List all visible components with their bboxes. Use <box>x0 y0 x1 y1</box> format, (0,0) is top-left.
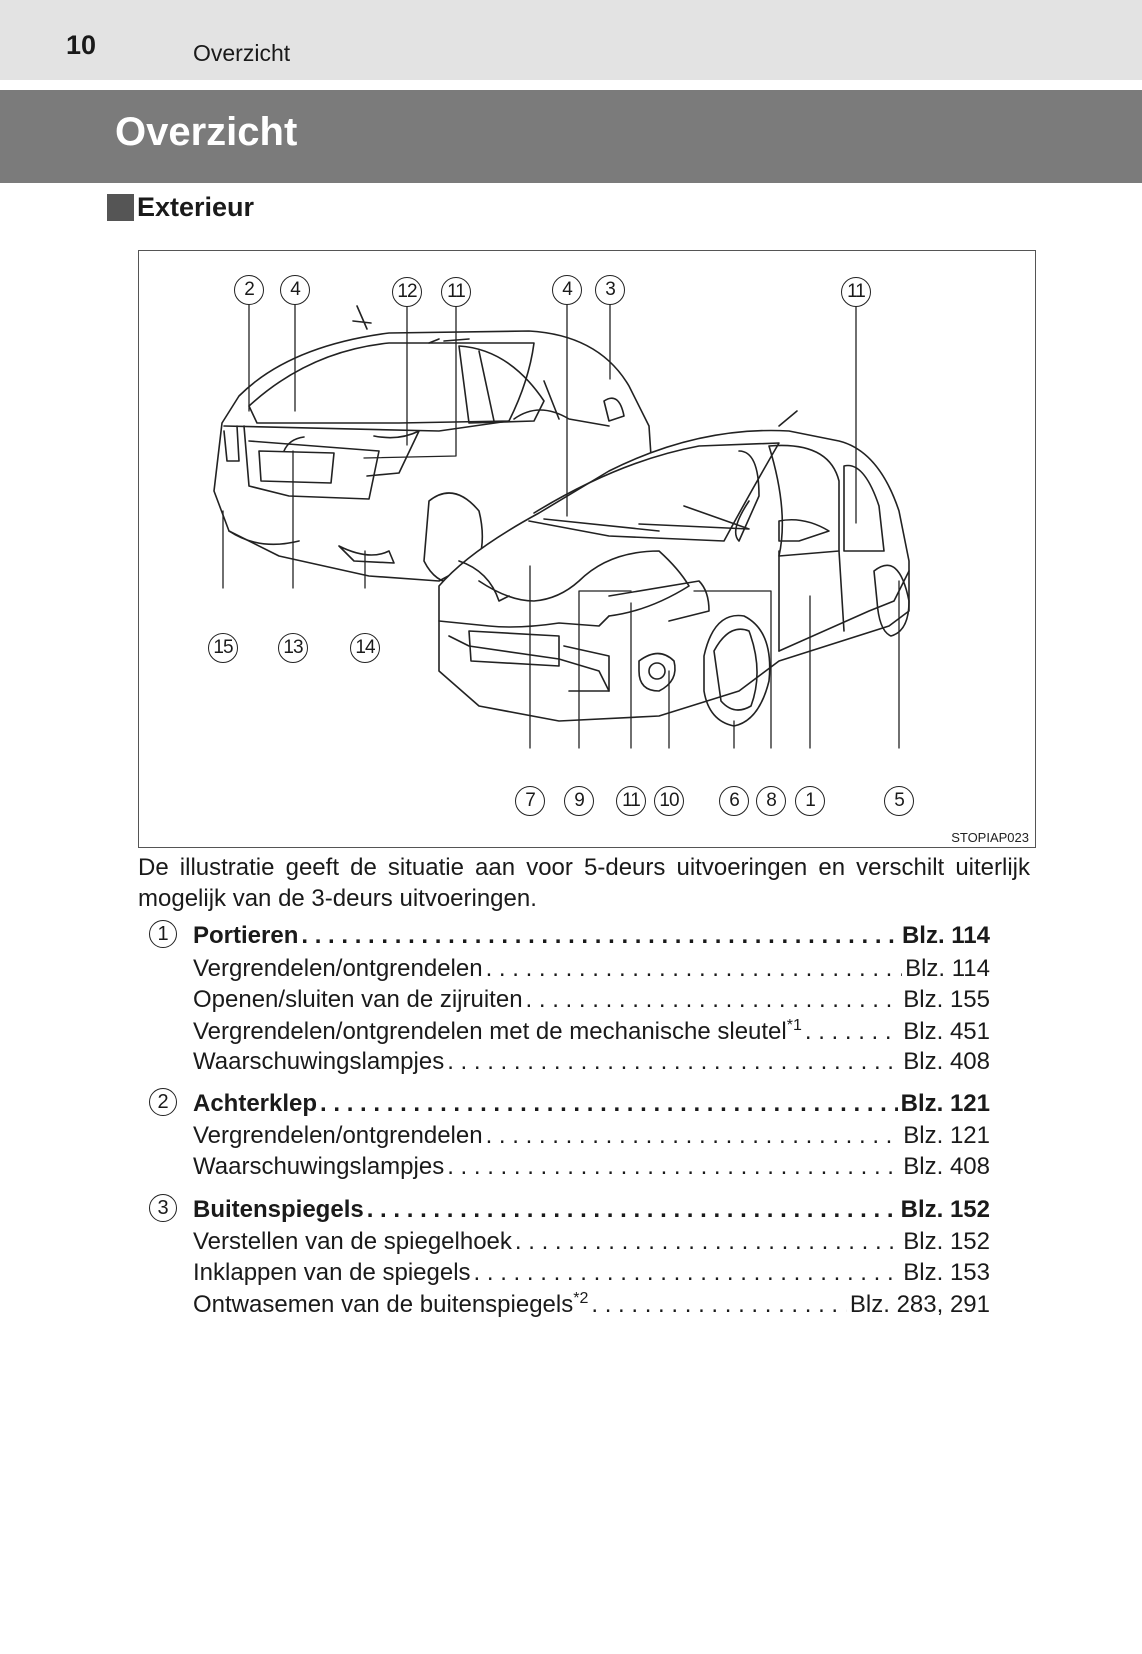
subentry-label: Vergrendelen/ontgrendelen <box>193 1122 483 1149</box>
callout-10: 10 <box>654 786 684 816</box>
subentry-page-ref: Blz. 408 <box>903 1048 990 1075</box>
leader-dots <box>486 1122 901 1150</box>
section-square-icon <box>107 193 134 221</box>
callout-11: 11 <box>841 277 871 307</box>
subentry-page-ref: Blz. 155 <box>903 986 990 1013</box>
leader-dots <box>515 1228 900 1256</box>
list-item: Waarschuwingslampjes Blz. 408 <box>193 1153 990 1185</box>
subentry-label: Verstellen van de spiegelhoek <box>193 1228 512 1255</box>
callout-3: 3 <box>595 275 625 305</box>
car-exterior-illustration: 2 4 12 11 4 3 11 15 13 14 7 9 11 10 6 8 … <box>138 250 1036 848</box>
entry-title: Buitenspiegels <box>193 1196 364 1223</box>
subentry-label: Vergrendelen/ontgrendelen <box>193 955 483 982</box>
subentry-page-ref: Blz. 451 <box>903 1018 990 1045</box>
entry-number: 3 <box>149 1194 177 1222</box>
callout-9: 9 <box>564 786 594 816</box>
list-item: Vergrendelen/ontgrendelen Blz. 114 <box>193 955 990 987</box>
subentry-label-text: Ontwasemen van de buitenspiegels <box>193 1291 574 1318</box>
callout-11: 11 <box>441 277 471 307</box>
callout-2: 2 <box>234 275 264 305</box>
figure-caption: De illustratie geeft de situatie aan voo… <box>138 854 1030 912</box>
callout-12: 12 <box>392 277 422 307</box>
section-title: Exterieur <box>137 191 255 222</box>
leader-dots <box>486 955 902 983</box>
callout-14: 14 <box>350 633 380 663</box>
leader-dots <box>474 1259 901 1287</box>
list-item: Openen/sluiten van de zijruiten Blz. 155 <box>193 986 990 1018</box>
list-item: Inklappen van de spiegels Blz. 153 <box>193 1259 990 1291</box>
entry-page-ref: Blz. 152 <box>900 1196 990 1223</box>
leader-dots <box>805 1018 900 1046</box>
callout-4: 4 <box>552 275 582 305</box>
list-item: Ontwasemen van de buitenspiegels*2 Blz. … <box>193 1290 990 1322</box>
callout-4: 4 <box>280 275 310 305</box>
footnote-marker: *2 <box>573 1290 589 1307</box>
callout-13: 13 <box>278 633 308 663</box>
subentry-label: Openen/sluiten van de zijruiten <box>193 986 523 1013</box>
entry-title: Achterklep <box>193 1090 318 1117</box>
list-item-main: Achterklep Blz. 121 <box>193 1090 990 1122</box>
list-item: Vergrendelen/ontgrendelen Blz. 121 <box>193 1122 990 1154</box>
subentry-page-ref: Blz. 283, 291 <box>849 1291 990 1318</box>
subentry-label: Ontwasemen van de buitenspiegels*2 <box>193 1290 588 1319</box>
subentry-label-text: Vergrendelen/ontgrendelen met de mechani… <box>193 1018 787 1045</box>
leader-dots <box>526 986 901 1014</box>
page-number: 10 <box>66 30 97 60</box>
list-item: Waarschuwingslampjes Blz. 408 <box>193 1048 990 1080</box>
callout-8: 8 <box>756 786 786 816</box>
entry-page-ref: Blz. 121 <box>900 1090 990 1117</box>
subentry-page-ref: Blz. 153 <box>903 1259 990 1286</box>
subentry-label: Vergrendelen/ontgrendelen met de mechani… <box>193 1017 802 1046</box>
subentry-label: Waarschuwingslampjes <box>193 1153 445 1180</box>
leader-dots <box>447 1153 900 1181</box>
callout-7: 7 <box>515 786 545 816</box>
callout-6: 6 <box>719 786 749 816</box>
header-bar: 10 Overzicht <box>0 0 1142 80</box>
callout-15: 15 <box>208 633 238 663</box>
running-head: Overzicht <box>193 40 291 66</box>
callout-1: 1 <box>795 786 825 816</box>
list-item: Verstellen van de spiegelhoek Blz. 152 <box>193 1228 990 1260</box>
title-band: Overzicht <box>0 90 1142 183</box>
entry-page-ref: Blz. 114 <box>901 922 990 949</box>
subentry-label: Waarschuwingslampjes <box>193 1048 445 1075</box>
callout-11: 11 <box>616 786 646 816</box>
leader-dots <box>320 1090 898 1118</box>
subentry-page-ref: Blz. 114 <box>905 955 990 982</box>
callout-5: 5 <box>884 786 914 816</box>
leader-dots <box>301 922 899 950</box>
list-item: Vergrendelen/ontgrendelen met de mechani… <box>193 1017 990 1049</box>
leader-dots <box>447 1048 900 1076</box>
section-heading: Exterieur <box>107 190 254 224</box>
leader-dots <box>591 1291 847 1319</box>
subentry-label: Inklappen van de spiegels <box>193 1259 471 1286</box>
entry-title: Portieren <box>193 922 299 949</box>
footnote-marker: *1 <box>786 1017 802 1034</box>
subentry-page-ref: Blz. 152 <box>903 1228 990 1255</box>
leader-dots <box>367 1196 898 1224</box>
entry-number: 1 <box>149 920 177 948</box>
list-item-main: Portieren Blz. 114 <box>193 922 990 954</box>
subentry-page-ref: Blz. 121 <box>903 1122 990 1149</box>
car-drawing <box>213 302 910 749</box>
page-title: Overzicht <box>115 110 298 154</box>
entry-number: 2 <box>149 1088 177 1116</box>
subentry-page-ref: Blz. 408 <box>903 1153 990 1180</box>
figure-code: STOPIAP023 <box>951 830 1029 845</box>
list-item-main: Buitenspiegels Blz. 152 <box>193 1196 990 1228</box>
